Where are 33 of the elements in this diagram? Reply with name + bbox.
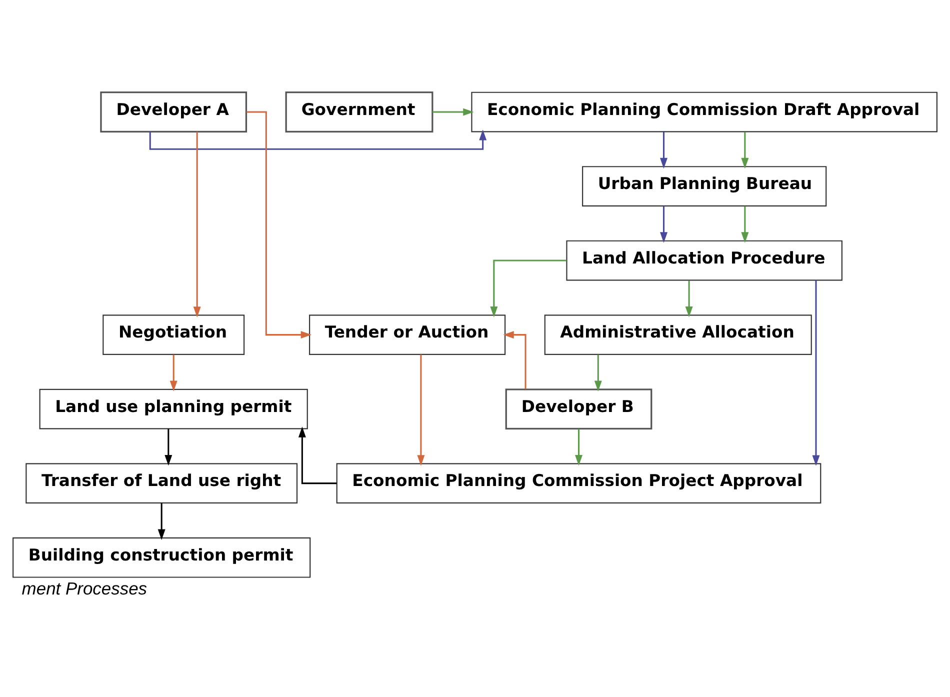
node-box: Developer A (100, 91, 248, 132)
node-box: Economic Planning Commission Draft Approval (471, 91, 938, 132)
node-box: Economic Planning Commission Project Approval (336, 462, 822, 504)
arrow (685, 280, 693, 317)
arrow (741, 206, 749, 242)
arrow (417, 354, 425, 466)
node-box: Urban Planning Bureau (582, 166, 827, 206)
node-box: Administrative Allocation (544, 314, 812, 354)
arrow (164, 428, 172, 466)
node-box: Negotiation (102, 314, 245, 354)
arrow (490, 259, 567, 317)
arrow (298, 426, 337, 484)
node-box: Building construction permit (12, 536, 311, 578)
arrow (660, 206, 668, 242)
arrow (149, 129, 487, 150)
node-box: Developer B (505, 388, 652, 430)
caption: ment Processes (22, 578, 148, 598)
arrow (812, 280, 820, 466)
arrow (741, 131, 749, 168)
arrow (158, 502, 166, 540)
node-box: Land use planning permit (39, 388, 308, 429)
node-box: Government (285, 91, 434, 132)
arrow (503, 330, 526, 389)
arrow (170, 354, 178, 391)
arrow (594, 354, 602, 391)
arrow (246, 110, 312, 338)
arrow (193, 131, 201, 317)
node-box: Land Allocation Procedure (566, 240, 842, 280)
arrow (660, 131, 668, 168)
arrow (575, 428, 582, 466)
node-box: Transfer of Land use right (26, 462, 298, 504)
arrow (432, 108, 474, 116)
node-box: Tender or Auction (309, 314, 506, 354)
